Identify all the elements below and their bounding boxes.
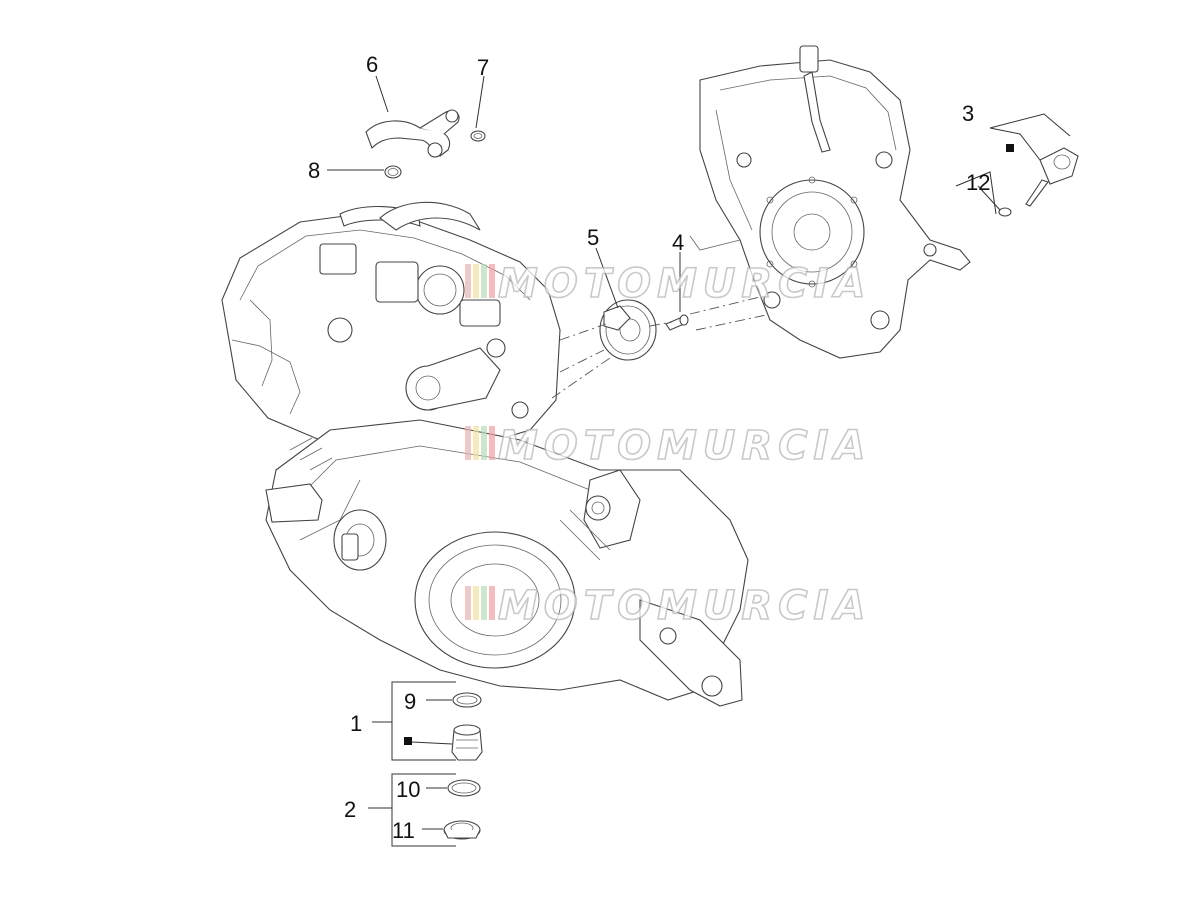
callout-2: 2	[344, 797, 356, 822]
bracket-3	[989, 113, 1071, 137]
clamp-part-7	[470, 130, 486, 142]
watermark-stripe	[473, 264, 479, 298]
callout-12: 12	[966, 170, 990, 195]
hose-part-6	[365, 109, 460, 158]
sprocket-part-5	[599, 299, 657, 361]
watermark-stripe	[489, 264, 495, 298]
watermark-stripe	[465, 264, 471, 298]
watermark-text: MOTOMURCIA	[498, 583, 871, 629]
watermark-stripe	[473, 426, 479, 460]
callout-4: 4	[672, 230, 684, 255]
watermark-middle: MOTOMURCIA	[465, 422, 871, 470]
callout-11: 11	[392, 818, 415, 843]
watermark-stripe	[465, 586, 471, 620]
o-ring-part-9	[452, 692, 482, 708]
watermark-stripe	[489, 586, 495, 620]
dipstick-part-3	[1025, 147, 1079, 207]
engine-assembly	[221, 201, 749, 707]
bracket-2	[391, 773, 456, 847]
watermark-top: MOTOMURCIA	[465, 260, 871, 308]
watermark-stripe	[473, 586, 479, 620]
clamp-part-8	[384, 165, 402, 179]
marker-square-1	[404, 737, 412, 745]
screw-part-4	[665, 314, 689, 331]
callout-10: 10	[396, 777, 420, 802]
o-ring-part-10	[447, 779, 481, 797]
watermark-bottom: MOTOMURCIA	[465, 582, 871, 630]
drain-plug-part-1	[451, 724, 483, 761]
crankcase-half	[689, 45, 971, 359]
callout-9: 9	[404, 689, 416, 714]
plug-part-11	[443, 820, 481, 840]
callout-6: 6	[366, 52, 378, 77]
watermark-stripe	[481, 586, 487, 620]
watermark-stripe	[481, 426, 487, 460]
watermark-stripe	[465, 426, 471, 460]
marker-square-3	[1006, 144, 1014, 152]
watermark-text: MOTOMURCIA	[498, 423, 871, 469]
callout-1: 1	[350, 711, 362, 736]
watermark-stripe	[481, 264, 487, 298]
o-ring-part-12	[998, 207, 1012, 217]
watermark-text: MOTOMURCIA	[498, 261, 871, 307]
callout-8: 8	[308, 158, 320, 183]
bracket-1	[391, 681, 456, 761]
callout-3: 3	[962, 101, 974, 126]
callout-5: 5	[587, 225, 599, 250]
watermark-stripe	[489, 426, 495, 460]
callout-7: 7	[477, 55, 489, 80]
